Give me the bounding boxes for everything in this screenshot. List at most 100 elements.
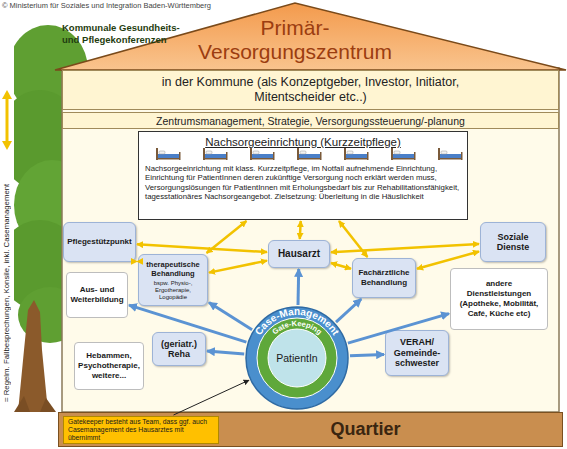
- bed-icon: [391, 148, 416, 160]
- patient-circle: Case-ManagementGate-KeepingPatientIn: [245, 306, 349, 410]
- connector-arrow: [129, 305, 246, 342]
- graphic-part: [250, 148, 252, 160]
- graphic-part: [299, 154, 321, 158]
- connector-arrow: [209, 303, 252, 330]
- graphic-part: [297, 148, 299, 160]
- service-box: Soziale Dienste: [480, 222, 546, 262]
- graphic-part: [393, 158, 415, 160]
- info-box: andere Dienstleistungen (Apotheke, Mobil…: [450, 268, 548, 330]
- band-text: in der Kommune (als Konzeptgeber, Invest…: [146, 75, 476, 105]
- bed-icon: [250, 148, 275, 160]
- side-note: Kommunale Gesundheits- und Pflegekonfere…: [62, 22, 197, 45]
- box-label: Soziale Dienste: [483, 232, 543, 253]
- copyright-note: © Ministerium für Soziales und Integrati…: [2, 1, 211, 10]
- box-label: Hebammen, Psychotherapie, weitere...: [77, 351, 141, 381]
- double-arrow: [6, 96, 9, 144]
- bed-icon: [156, 148, 181, 160]
- graphic-part: [14, 396, 30, 412]
- box-body: Nachsorgeeinrichtung mit klass. Kurzzeit…: [145, 164, 461, 202]
- graphic-part: [414, 152, 416, 160]
- house-title: Primär-Versorgungszentrum: [185, 16, 405, 64]
- connector-arrow: [348, 314, 449, 344]
- graphic-part: [252, 158, 274, 160]
- connector-arrow: [331, 263, 351, 269]
- service-box: Pflegestützpunkt: [63, 222, 136, 262]
- graphic-part: [300, 151, 306, 154]
- ring-text: Gate-Keeping: [270, 319, 324, 337]
- graphic-part: [440, 154, 462, 158]
- connector-arrow: [417, 252, 479, 269]
- connector-arrow: [209, 261, 267, 273]
- box-label: Hausarzt: [278, 249, 320, 260]
- graphic-part: [252, 154, 274, 158]
- box-heading: Nachsorgeeinrichtung (Kurzzeitpflege): [145, 135, 461, 149]
- graphic-part: [206, 151, 212, 154]
- service-box: (geriatr.) Reha: [152, 332, 206, 366]
- graphic-part: [253, 151, 259, 154]
- info-box: Hebammen, Psychotherapie, weitere...: [74, 342, 144, 390]
- graphic-part: [393, 154, 415, 158]
- band-box: in der Kommune (als Konzeptgeber, Invest…: [62, 70, 559, 110]
- callout-text: Gatekeeper besteht aus Team, dass ggf. a…: [68, 418, 214, 443]
- ring-text: Case-Management: [253, 306, 342, 337]
- house-outline: Primär-Versorgungszentrum in der Kommune …: [58, 0, 563, 412]
- leader-arrow: [174, 380, 249, 415]
- service-box: VERAH/ Gemeinde-schwester: [385, 330, 449, 376]
- graphic-part: [391, 148, 393, 160]
- arrow-head: [2, 141, 12, 150]
- patient-label: PatientIn: [245, 306, 349, 410]
- graphic-part: [438, 148, 440, 160]
- connector-arrow: [297, 269, 301, 305]
- graphic-part: [226, 152, 228, 160]
- box-label: Aus- und Weiterbildung: [69, 285, 125, 305]
- graphic-part: [273, 152, 275, 160]
- graphic-part: [203, 148, 205, 160]
- graphic-part: [205, 154, 227, 158]
- box-label: (geriatr.) Reha: [155, 339, 203, 360]
- graphic-part: [367, 152, 369, 160]
- tree-trunk: [14, 300, 56, 412]
- graphic-part: [347, 151, 353, 154]
- graphic-part: [156, 148, 158, 160]
- service-box: Fachärztliche Behandlung: [352, 258, 416, 298]
- connector-arrow: [299, 221, 302, 239]
- box-label: VERAH/ Gemeinde-schwester: [388, 337, 446, 369]
- facility-box: Nachsorgeeinrichtung (Kurzzeitpflege) Nac…: [138, 131, 468, 220]
- ring-label: Case-Management: [253, 306, 342, 337]
- ground-band: QuartierGatekeeper besteht aus Team, das…: [58, 412, 563, 447]
- band-box: Zentrumsmanagement, Strategie, Versorgun…: [62, 112, 559, 129]
- graphic-part: [158, 154, 180, 158]
- graphic-part: [159, 151, 165, 154]
- connector-arrow: [350, 354, 384, 355]
- graphic-part: [440, 158, 462, 160]
- bed-icon: [297, 148, 322, 160]
- graphic-part: [344, 148, 346, 160]
- graphic-part: [394, 151, 400, 154]
- connector-arrow: [207, 351, 244, 354]
- bed-row: [156, 148, 463, 160]
- graphic-part: [179, 152, 181, 160]
- vertical-note: = Regelm. Fallbesprechungen, Konsile, in…: [1, 150, 13, 402]
- info-box: Aus- und Weiterbildung: [66, 272, 128, 318]
- graphic-part: [346, 158, 368, 160]
- band-text: Zentrumsmanagement, Strategie, Versorgun…: [156, 115, 465, 127]
- bed-icon: [203, 148, 228, 160]
- graphic-part: [320, 152, 322, 160]
- graphic-part: [40, 398, 56, 412]
- graphic-part: [55, 3, 566, 70]
- box-label: Pflegestützpunkt: [67, 237, 131, 248]
- graphic-part: [205, 158, 227, 160]
- graphic-part: [441, 151, 447, 154]
- connector-arrow: [339, 221, 367, 257]
- graphic-part: [18, 300, 48, 412]
- graphic-part: [299, 158, 321, 160]
- graphic-part: [346, 154, 368, 158]
- connector-arrow: [137, 244, 267, 252]
- doctor-box: Hausarzt: [268, 240, 330, 268]
- box-label: andere Dienstleistungen (Apotheke, Mobil…: [453, 279, 545, 319]
- service-box: therapeutische Behandlungbspw. Physio-, …: [138, 254, 208, 306]
